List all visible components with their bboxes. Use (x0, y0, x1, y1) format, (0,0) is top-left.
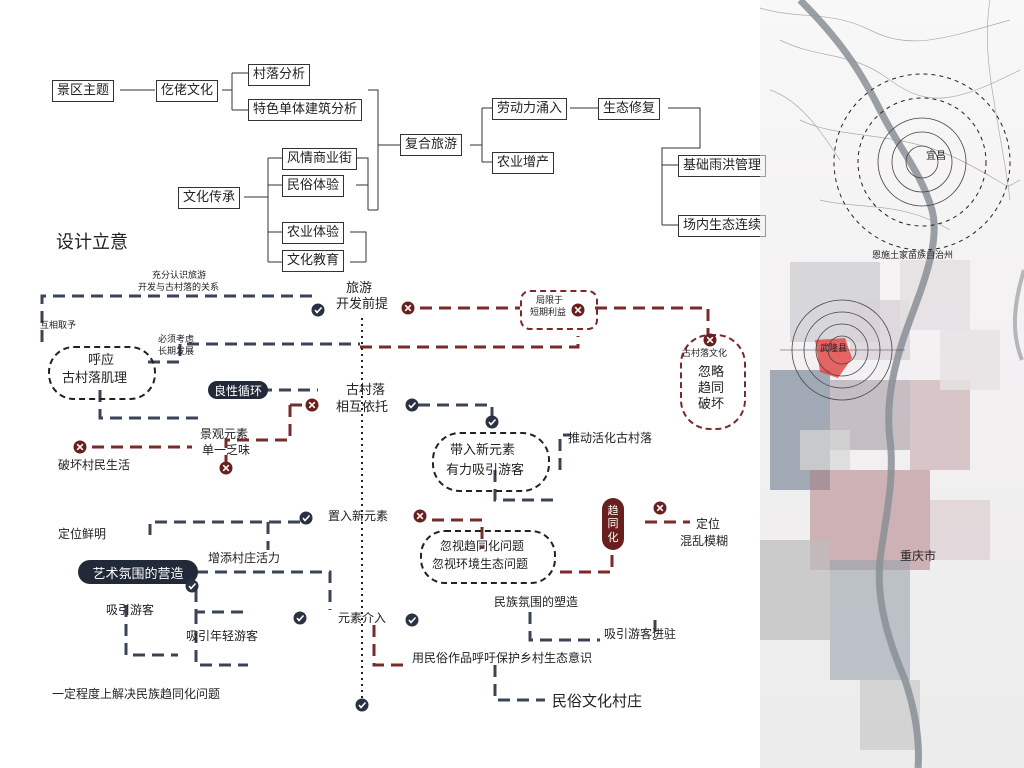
node-folk-experience: 民俗体验 (282, 175, 345, 198)
neglect-line-1: 忽略 (698, 365, 725, 380)
tourism-line-1: 旅游 (346, 281, 373, 296)
solve-homogen: 一定程度上解决民族趋同化问题 (52, 687, 221, 701)
echo-line-2: 古村落肌理 (62, 371, 128, 386)
bring-oval (432, 432, 550, 492)
node-eco-continuity: 场内生态连续 (678, 215, 767, 238)
node-culture-education: 文化教育 (282, 250, 345, 273)
destroy-life: 破坏村民生活 (58, 458, 131, 472)
ignore-oval (420, 530, 556, 584)
ethnic-atmosphere: 民族氛围的塑造 (494, 595, 579, 609)
node-architecture-analysis: 特色单体建筑分析 (248, 99, 363, 122)
node-eco-restoration: 生态修复 (598, 98, 661, 121)
attract-settle: 吸引游客进驻 (604, 627, 677, 641)
consider-line-2: 长期发展 (158, 347, 195, 357)
landscape-line-2: 单一乏味 (202, 443, 251, 457)
consider-line-1: 必须考虑 (158, 335, 195, 345)
promote-label: 推动活化古村落 (568, 431, 653, 445)
attract-visitors: 吸引游客 (106, 603, 155, 617)
neglect-line-2: 趋同 (698, 381, 725, 396)
attract-young: 吸引年轻游客 (186, 629, 259, 643)
note-understand-2: 开发与古村落的关系 (138, 283, 220, 293)
neglect-label: 古村落文化 (682, 349, 728, 359)
confused-line-1: 定位 (696, 517, 721, 531)
neglect-line-3: 破坏 (698, 397, 725, 412)
elements-intro: 元素介入 (338, 611, 387, 625)
limited-oval (520, 290, 598, 330)
confused-line-2: 混乱模糊 (680, 534, 729, 548)
map-label-yichang: 宜昌 (926, 151, 946, 162)
clear-position: 定位鲜明 (58, 527, 107, 541)
node-scenic-theme: 景区主题 (52, 80, 115, 103)
concept-heading: 设计立意 (56, 232, 128, 253)
node-labor-influx: 劳动力涌入 (492, 98, 568, 121)
homogenization-badge: 趋同化 (602, 498, 624, 550)
echo-oval (48, 346, 156, 400)
note-mutual: 互相取予 (40, 321, 77, 331)
node-composite-tourism: 复合旅游 (400, 134, 463, 157)
note-understand-1: 充分认识旅游 (152, 271, 207, 281)
map-label-wulong: 武隆县 (820, 344, 848, 354)
map-label-chongqing: 重庆市 (900, 549, 937, 563)
village-line-2: 相互依托 (336, 400, 389, 415)
add-vitality: 增添村庄活力 (208, 551, 281, 565)
tourism-line-2: 开发前提 (336, 297, 389, 312)
virtuous-cycle-badge: 良性循环 (208, 381, 268, 399)
node-folk-street: 风情商业街 (282, 148, 358, 171)
echo-line-1: 呼应 (88, 353, 115, 368)
node-village-analysis: 村落分析 (248, 64, 311, 87)
folk-works: 用民俗作品呼吁保护乡村生态意识 (412, 651, 593, 665)
village-line-1: 古村落 (346, 383, 386, 398)
ignore-line-2: 忽视环境生态问题 (432, 557, 529, 571)
limited-line-2: 短期利益 (530, 308, 567, 318)
bring-line-1: 带入新元素 (450, 443, 516, 458)
node-culture-heritage: 文化传承 (178, 187, 241, 210)
ignore-line-1: 忽视趋同化问题 (440, 539, 525, 553)
limited-line-1: 局限于 (536, 296, 564, 306)
node-flood-management: 基础雨洪管理 (678, 155, 767, 178)
art-atmosphere-badge: 艺术氛围的营造 (78, 560, 198, 584)
node-farming-experience: 农业体验 (282, 222, 345, 245)
folk-village: 民俗文化村庄 (552, 692, 643, 710)
map-label-enshi: 恩施土家苗族自治州 (872, 251, 954, 261)
node-gelao-culture: 仡佬文化 (156, 80, 219, 103)
node-agri-increase: 农业增产 (492, 152, 555, 175)
bring-line-2: 有力吸引游客 (446, 463, 525, 478)
insert-elements: 置入新元素 (328, 509, 389, 523)
landscape-line-1: 景观元素 (200, 427, 249, 441)
